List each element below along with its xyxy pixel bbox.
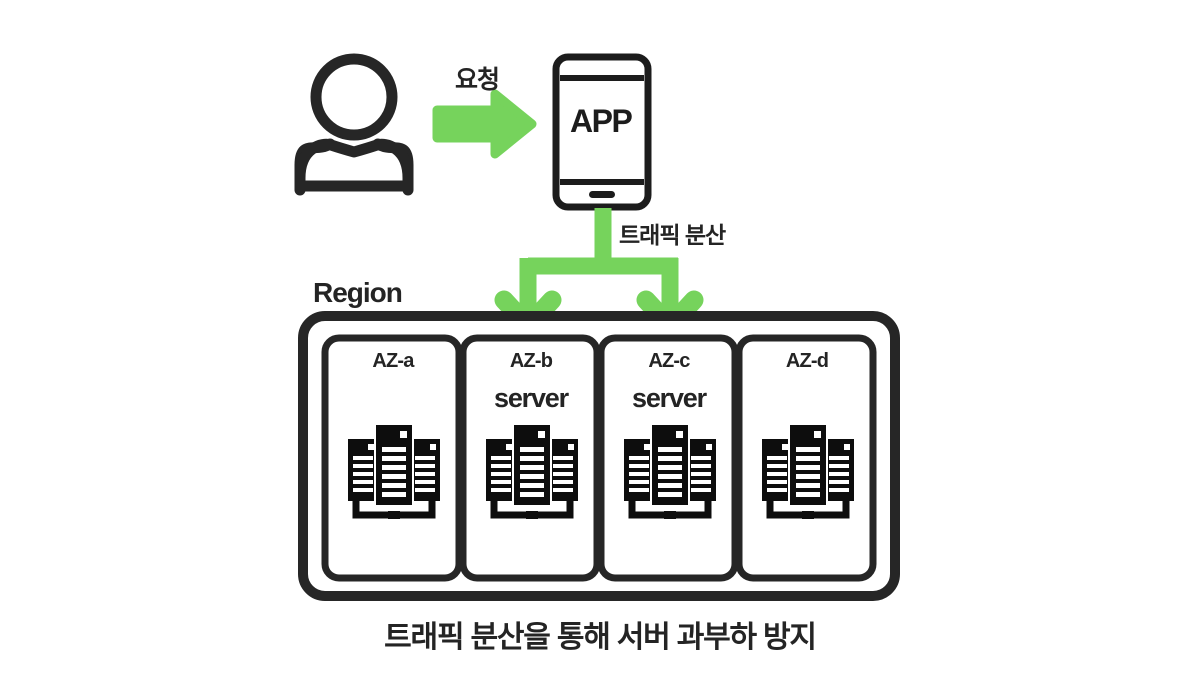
az-server-label-c: server bbox=[632, 383, 707, 413]
region-label: Region bbox=[313, 277, 403, 308]
az-label-d: AZ-d bbox=[785, 350, 829, 372]
diagram-caption: 트래픽 분산을 통해 서버 과부하 방지 bbox=[384, 621, 817, 654]
az-server-label-b: server bbox=[494, 383, 569, 413]
traffic-split-label: 트래픽 분산 bbox=[619, 222, 726, 248]
az-label-b: AZ-b bbox=[509, 350, 553, 372]
request-label: 요청 bbox=[455, 66, 500, 94]
arrow-right-icon bbox=[432, 89, 537, 159]
user-icon bbox=[294, 53, 414, 196]
az-label-c: AZ-c bbox=[648, 350, 690, 372]
phone-screen-label: APP bbox=[570, 103, 633, 139]
az-label-a: AZ-a bbox=[372, 350, 414, 372]
smartphone-icon bbox=[552, 53, 652, 211]
